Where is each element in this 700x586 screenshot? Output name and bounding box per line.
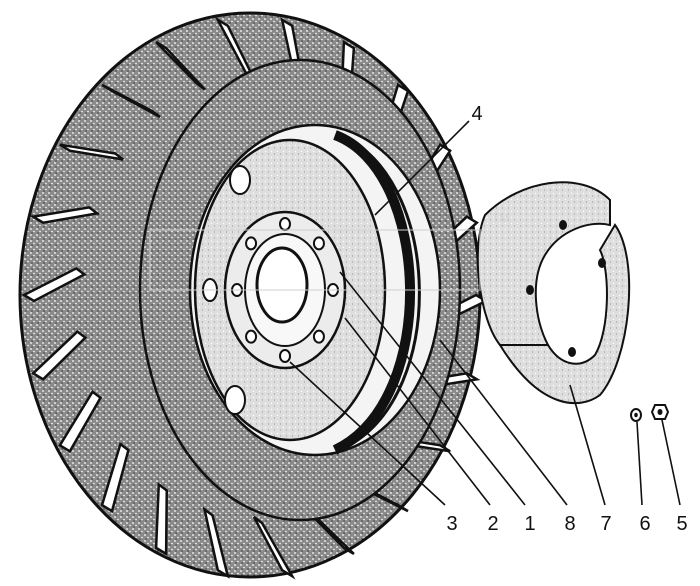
watermark: TM [149,211,509,291]
counterweight-upper-half [476,181,611,346]
tread-lug [100,442,130,514]
callout-8: 8 [564,513,575,535]
callout-3: 3 [446,513,457,535]
callout-2: 2 [487,513,498,535]
tread-lug [101,83,161,119]
hub-bolt [279,349,291,363]
hub-bolt [312,329,325,344]
callout-4: 4 [471,103,482,125]
callout-labels: 4 3 2 1 8 7 6 5 [446,103,687,535]
tread-lug [29,206,101,224]
hub-bolt [279,217,291,231]
tread-lug [58,389,103,454]
callout-1: 1 [524,513,535,535]
callout-6: 6 [639,513,650,535]
callout-5: 5 [676,513,687,535]
tread-lug [154,482,169,557]
tread-lug [59,143,124,161]
watermark-mark: TM [492,211,509,225]
tread-lug [31,329,88,381]
nut [650,404,670,420]
leader-lines [289,120,681,506]
tread-lug [252,515,296,580]
washer [630,408,642,422]
tread-lug [21,266,87,303]
hub-bolt [245,236,258,251]
callout-7: 7 [600,513,611,535]
tread-lug [202,506,230,579]
counterweight-lower-half [498,223,631,405]
tread-lug [155,41,206,91]
hub-bolt [245,329,258,344]
hub-bolt [312,236,325,251]
